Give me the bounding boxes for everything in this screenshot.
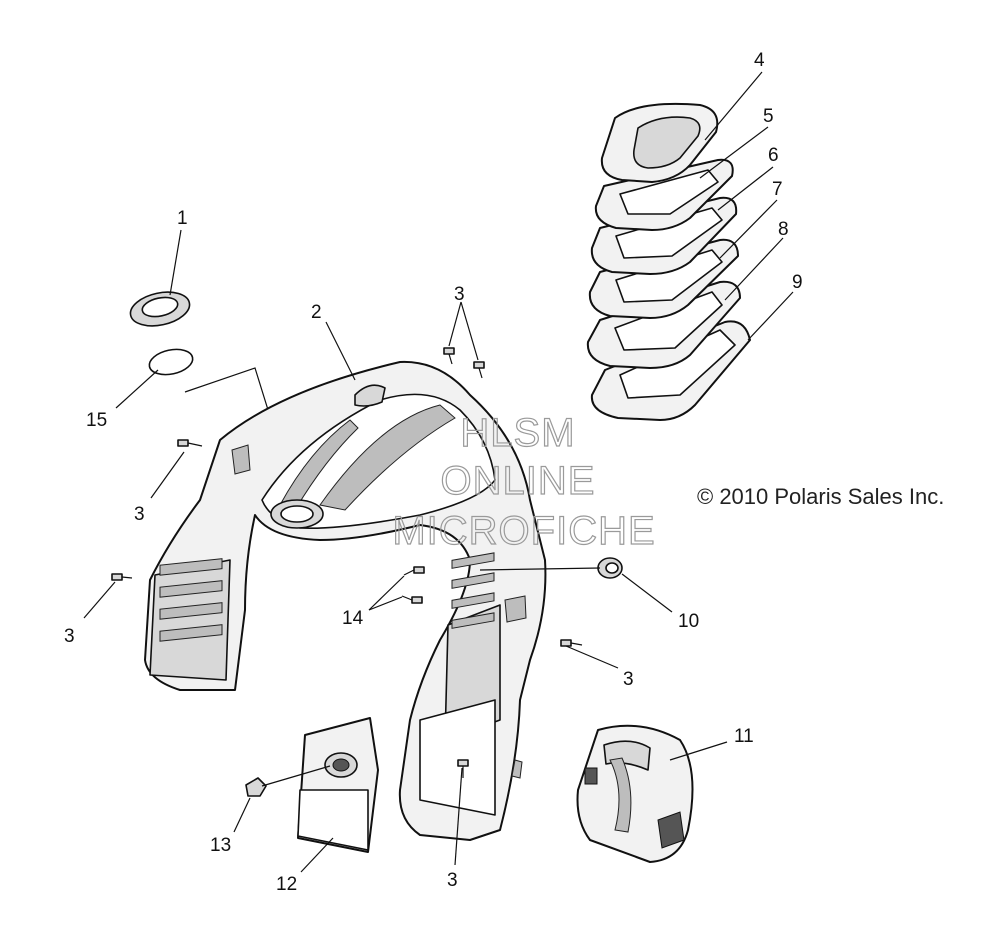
stacked-plates-4-to-9: [586, 102, 751, 421]
callout-3-top: 3: [454, 284, 465, 305]
callout-10: 10: [678, 611, 699, 632]
o-ring-15: [148, 348, 194, 376]
watermark-line-2: ONLINE: [441, 459, 596, 503]
lower-pocket: [419, 699, 496, 816]
copyright-notice: © 2010 Polaris Sales Inc.: [697, 484, 944, 509]
screws: [111, 347, 583, 778]
cover-plate-12: [297, 717, 379, 853]
callout-3-left-lower: 3: [64, 626, 75, 647]
callout-8: 8: [778, 219, 789, 240]
callout-4: 4: [754, 50, 765, 71]
callout-3-right: 3: [623, 669, 634, 690]
callout-3-left-upper: 3: [134, 504, 145, 525]
screw-top-right: [473, 361, 485, 379]
screw-left-upper: [177, 439, 203, 447]
callout-7: 7: [772, 179, 783, 200]
leader-10-to-hood: [479, 567, 601, 571]
screw-bottom: [457, 759, 469, 778]
callout-11: 11: [734, 726, 754, 747]
screw-top-left: [443, 347, 455, 365]
dash-panel-2: [144, 360, 547, 841]
fastener-13: [245, 777, 267, 797]
watermark: HLSM ONLINE MICROFICHE: [392, 410, 656, 553]
callout-2: 2: [311, 302, 322, 323]
left-vent: [149, 559, 231, 681]
screw-right: [560, 639, 583, 647]
watermark-line-1: HLSM: [460, 411, 575, 455]
plate-4-window: [632, 116, 701, 169]
callout-9: 9: [792, 272, 803, 293]
screw-left-lower: [111, 573, 133, 581]
callout-6: 6: [768, 145, 779, 166]
callout-14: 14: [342, 608, 364, 629]
callout-3-bottom: 3: [447, 870, 458, 891]
callout-leaders: [83, 71, 794, 873]
gauge-bezel-1: [129, 291, 191, 327]
callout-13: 13: [210, 835, 231, 856]
callout-numbers: 1 2 3 3 3 3 3 4 5 6 7 8 9 10 11 12 13 14…: [64, 50, 803, 895]
plate-5-inner: [619, 169, 719, 215]
callout-12: 12: [276, 874, 297, 895]
pin-upper: [403, 566, 425, 576]
callout-5: 5: [763, 106, 774, 127]
callout-15: 15: [86, 410, 107, 431]
leader-13-to-plate: [261, 765, 331, 787]
watermark-line-3: MICROFICHE: [392, 509, 655, 553]
callout-1: 1: [177, 208, 188, 229]
side-cover-11: [576, 724, 694, 863]
pin-lower: [401, 595, 423, 604]
grommet-10: [597, 557, 623, 579]
